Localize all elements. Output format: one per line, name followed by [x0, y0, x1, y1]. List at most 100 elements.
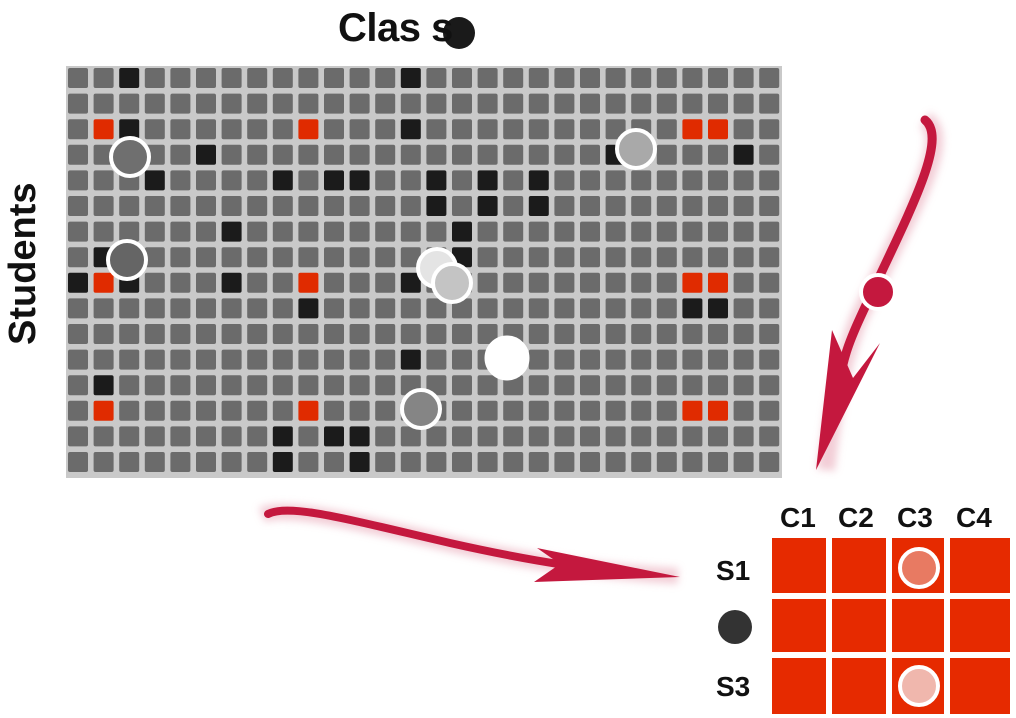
- grid-cell: [733, 324, 754, 344]
- grid-cell: [324, 93, 344, 114]
- grid-cell: [426, 119, 447, 140]
- grid-cell: [196, 375, 216, 396]
- grid-cell: [68, 144, 88, 165]
- grid-cell: [682, 375, 703, 396]
- grid-cell: [605, 298, 626, 319]
- grid-cell: [119, 400, 140, 421]
- grid-cell: [528, 452, 549, 472]
- grid-cell: [68, 196, 88, 216]
- grid-cell: [477, 247, 498, 268]
- row-label-s1: S1: [716, 555, 751, 586]
- marker-silver: [431, 262, 473, 304]
- grid-cell: [93, 349, 114, 370]
- grid-cell: [656, 426, 677, 447]
- grid-cell: [196, 247, 216, 268]
- grid-cell: [503, 452, 524, 472]
- grid-cell: [170, 93, 191, 114]
- grid-cell: [349, 324, 370, 344]
- grid-cell: [605, 196, 626, 216]
- grid-cell-black: [93, 375, 114, 396]
- grid-cell-black: [119, 119, 140, 140]
- grid-cell: [221, 170, 242, 191]
- grid-cell: [759, 298, 780, 319]
- grid-cell: [682, 452, 703, 472]
- grid-cell-red: [298, 400, 319, 421]
- grid-cell: [528, 349, 549, 370]
- grid-cell: [682, 196, 703, 216]
- grid-cell: [426, 144, 447, 165]
- grid-cell: [605, 426, 626, 447]
- column-label-c4: C4: [956, 502, 992, 533]
- grid-cell: [605, 400, 626, 421]
- grid-cell: [580, 375, 600, 396]
- grid-cell: [349, 247, 370, 268]
- grid-cell: [324, 119, 344, 140]
- small-grid-gap: [772, 593, 1010, 599]
- grid-cell: [682, 349, 703, 370]
- grid-cell: [656, 144, 677, 165]
- grid-cell: [605, 170, 626, 191]
- grid-cell: [759, 247, 780, 268]
- grid-cell: [733, 221, 754, 242]
- grid-cell: [247, 298, 268, 319]
- grid-cell: [93, 324, 114, 344]
- grid-cell: [580, 324, 600, 344]
- grid-cell: [68, 221, 88, 242]
- grid-cell: [605, 68, 626, 88]
- grid-cell: [733, 349, 754, 370]
- grid-cell: [170, 68, 191, 88]
- grid-cell-black: [400, 68, 421, 88]
- grid-cell: [247, 119, 268, 140]
- grid-cell: [682, 144, 703, 165]
- marker-dark-gray: [106, 239, 148, 281]
- grid-cell: [196, 349, 216, 370]
- grid-cell: [554, 144, 575, 165]
- grid-cell: [580, 93, 600, 114]
- grid-cell: [247, 93, 268, 114]
- grid-cell: [247, 68, 268, 88]
- grid-cell: [759, 375, 780, 396]
- grid-cell: [400, 196, 421, 216]
- grid-cell: [221, 93, 242, 114]
- grid-cell: [554, 452, 575, 472]
- grid-cell: [93, 170, 114, 191]
- grid-cell: [503, 221, 524, 242]
- grid-cell-black: [528, 196, 549, 216]
- grid-cell: [682, 426, 703, 447]
- grid-cell: [298, 68, 319, 88]
- grid-cell: [375, 221, 396, 242]
- grid-cell: [631, 349, 652, 370]
- grid-cell-black: [528, 170, 549, 191]
- grid-cell: [682, 170, 703, 191]
- grid-cell: [221, 298, 242, 319]
- grid-cell: [272, 298, 293, 319]
- grid-cell: [221, 400, 242, 421]
- small-grid-gap: [772, 652, 1010, 658]
- grid-cell: [272, 196, 293, 216]
- grid-cell-red: [708, 272, 728, 293]
- grid-cell: [298, 170, 319, 191]
- grid-cell: [324, 349, 344, 370]
- grid-cell: [221, 68, 242, 88]
- grid-cell-black: [144, 170, 165, 191]
- grid-cell: [170, 144, 191, 165]
- grid-cell: [759, 144, 780, 165]
- grid-cell: [452, 144, 472, 165]
- grid-cell: [733, 247, 754, 268]
- grid-cell: [528, 426, 549, 447]
- grid-cell: [144, 247, 165, 268]
- grid-cell: [528, 400, 549, 421]
- grid-cell: [144, 349, 165, 370]
- grid-cell: [349, 144, 370, 165]
- grid-cell: [144, 196, 165, 216]
- grid-cell: [349, 196, 370, 216]
- small-grid-gap: [826, 538, 832, 714]
- grid-cell: [656, 93, 677, 114]
- grid-cell: [170, 452, 191, 472]
- grid-cell: [93, 93, 114, 114]
- grid-cell: [708, 349, 728, 370]
- grid-cell: [324, 68, 344, 88]
- grid-cell: [631, 221, 652, 242]
- grid-cell: [708, 170, 728, 191]
- grid-cell: [68, 119, 88, 140]
